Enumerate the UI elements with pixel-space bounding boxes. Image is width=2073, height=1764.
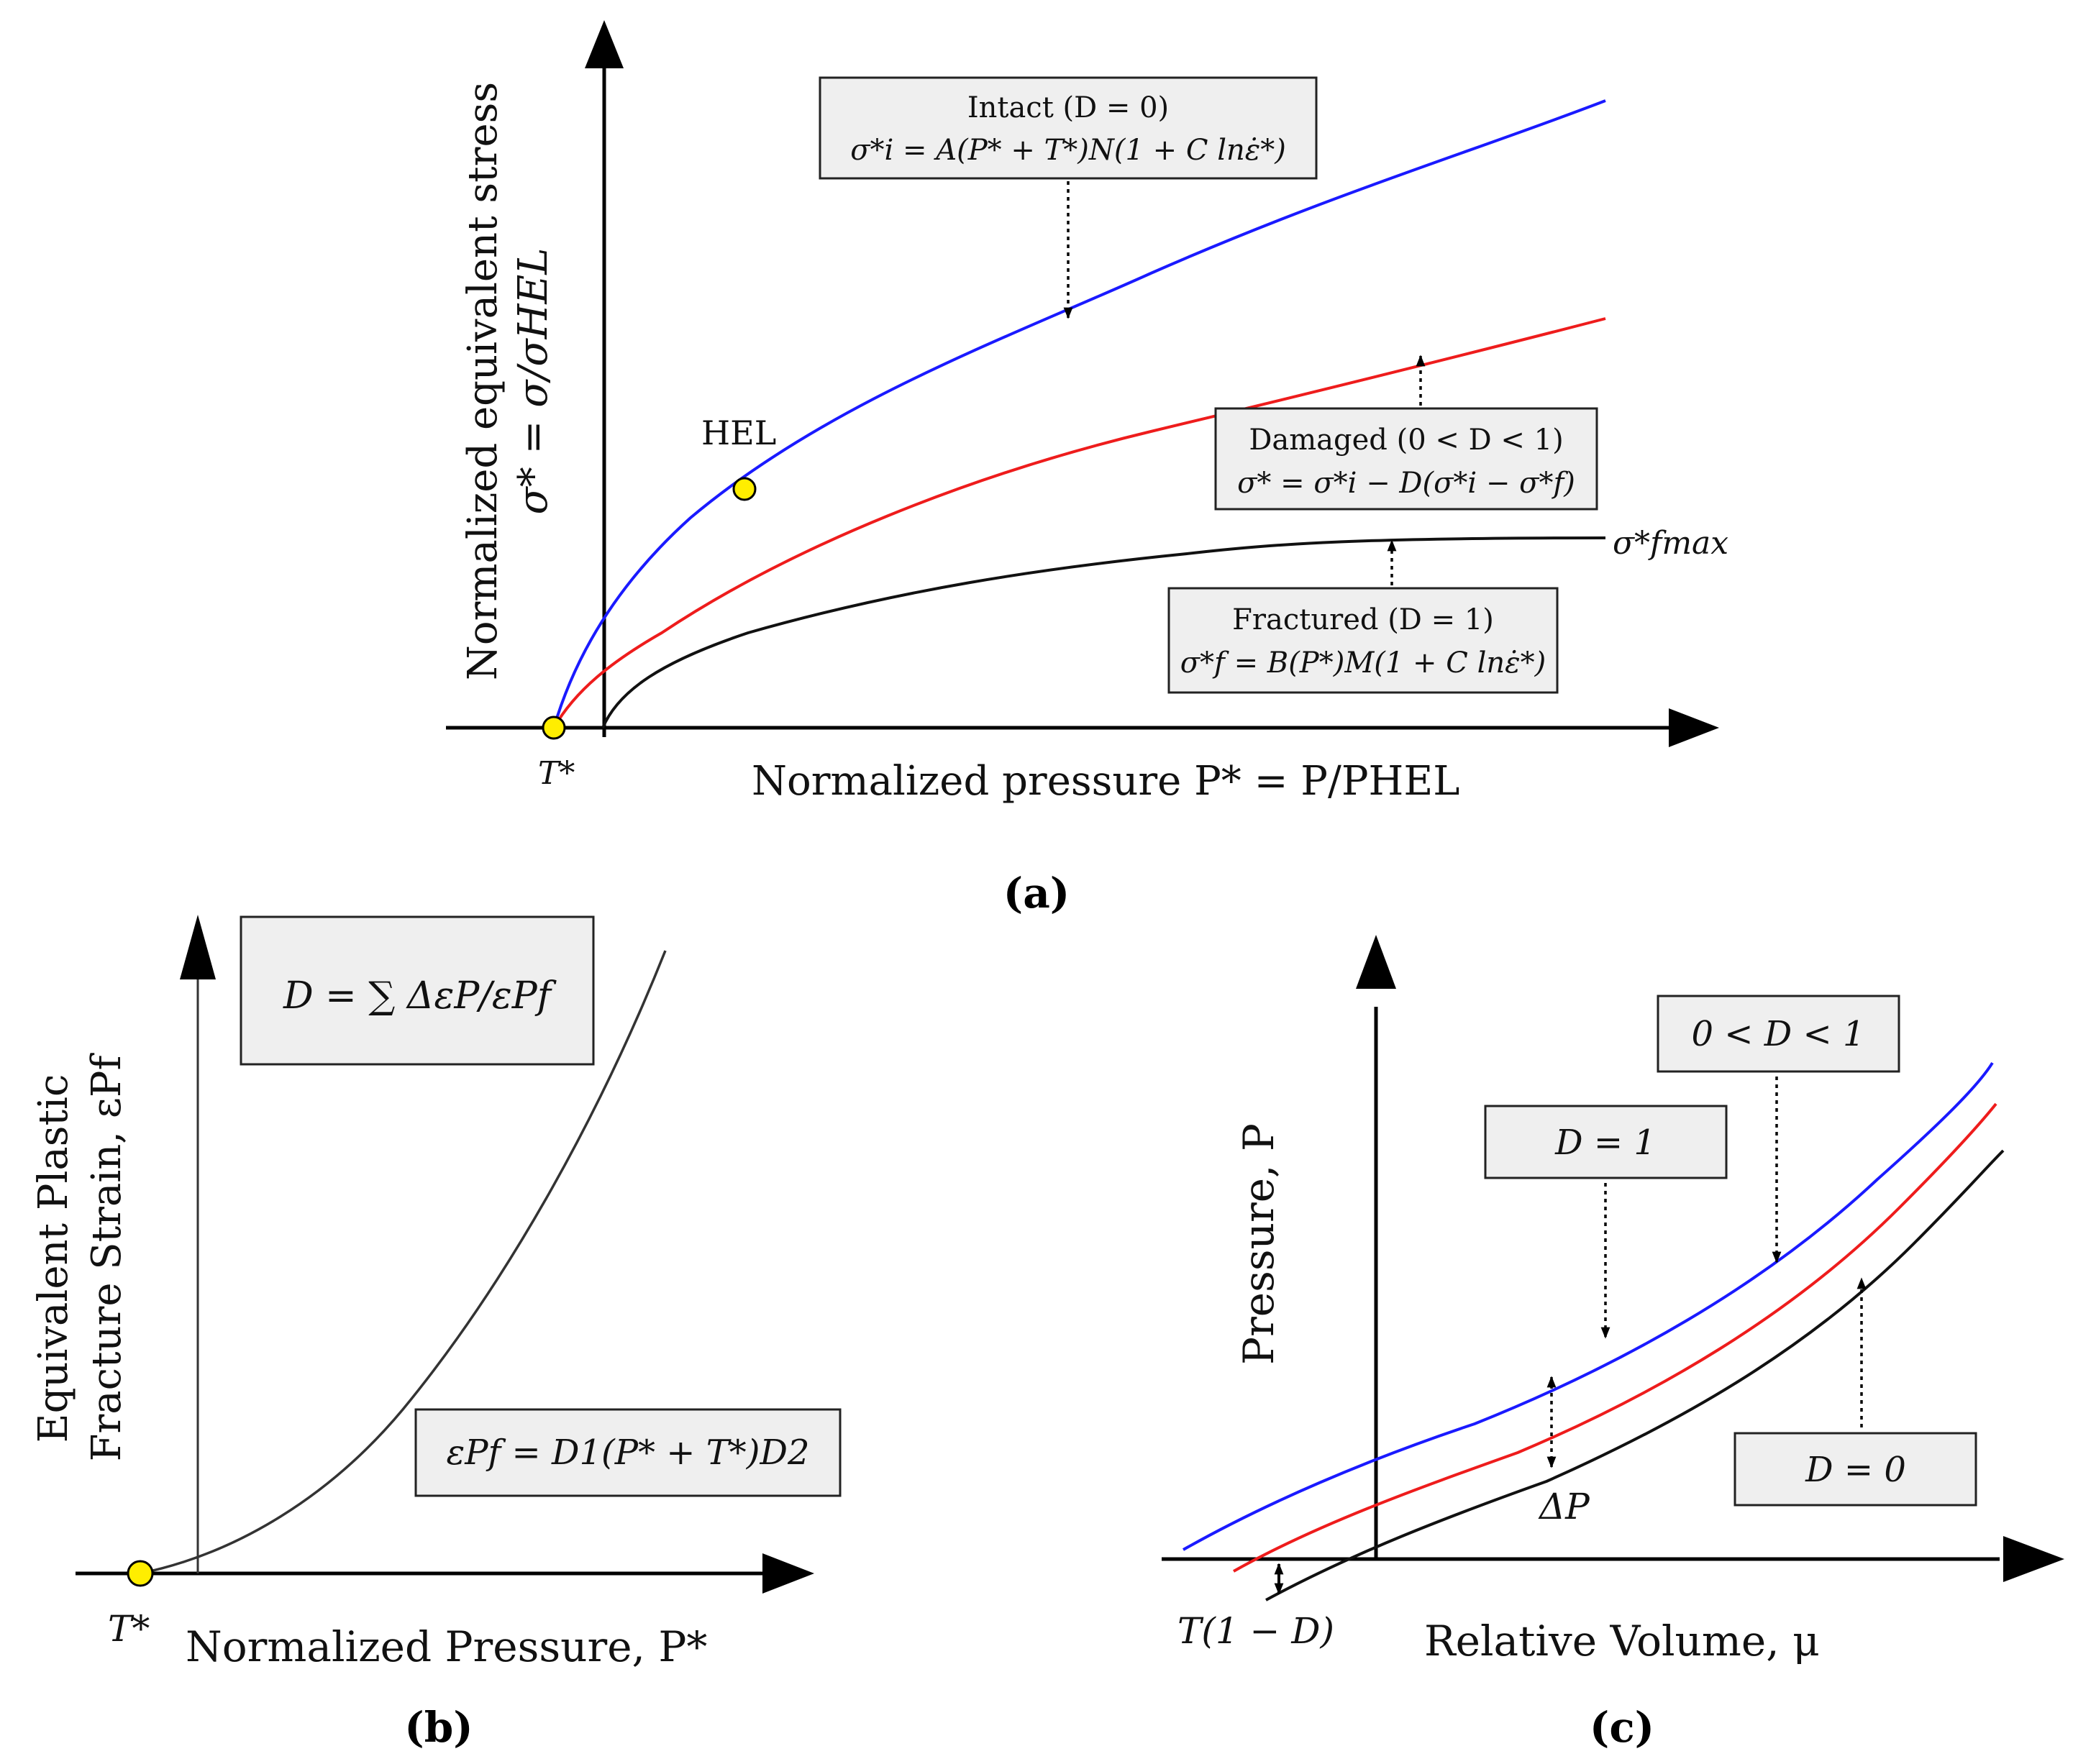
damaged-title: Damaged (0 < D < 1) <box>1249 424 1563 457</box>
panel-b-caption: (b) <box>404 1703 473 1752</box>
fractured-equation: σ*f = B(P*)M(1 + C lnε̇*) <box>1180 646 1546 680</box>
fractured-curve <box>601 536 1606 728</box>
panel-b-y-label-line2: Fracture Strain, εPf <box>83 1052 130 1461</box>
d1-box: D = 1 <box>1484 1105 1728 1179</box>
intact-equation: σ*i = A(P* + T*)N(1 + C lnε̇*) <box>850 134 1286 167</box>
panel-c-x-label: Relative Volume, μ <box>1424 1617 1820 1665</box>
panel-b-x-label: Normalized Pressure, P* <box>186 1622 707 1671</box>
d0-curve <box>1183 1061 1994 1551</box>
panel-c: T(1 − D) ΔP Relative Volume, μ Pressure,… <box>1162 935 2064 1752</box>
fractured-title: Fractured (D = 1) <box>1232 603 1494 636</box>
intact-title: Intact (D = 0) <box>967 91 1169 124</box>
panel-c-y-arrowhead <box>1356 935 1396 989</box>
d0-box: D = 0 <box>1733 1432 1977 1507</box>
panel-c-y-label: Pressure, P <box>1234 1123 1283 1365</box>
panel-a-x-label: Normalized pressure P* = P/PHEL <box>752 758 1459 805</box>
hel-label: HEL <box>701 413 776 452</box>
damaged-mid-curve <box>1233 1102 1997 1573</box>
panel-a-x-arrowhead <box>1669 708 1719 747</box>
sigma-fmax-label: σ*fmax <box>1613 525 1728 562</box>
tension-offset-label: T(1 − D) <box>1177 1610 1334 1652</box>
fracture-strain-curve <box>140 950 667 1575</box>
panel-b-y-arrowhead <box>180 915 216 979</box>
panel-a-y-label-line2: σ* = σ/σHEL <box>510 248 557 515</box>
panel-a-y-arrowhead <box>585 20 624 68</box>
panel-b-x-arrowhead <box>762 1553 814 1594</box>
panel-b-y-label-line1: Equivalent Plastic <box>30 1074 77 1443</box>
tstar-point <box>542 716 566 740</box>
panel-a: HEL T* σ*fmax Normalized pressure P* = P… <box>446 20 1728 918</box>
damage-sum-box: D = ∑ ΔεP/εPf <box>240 915 595 1066</box>
intact-box: Intact (D = 0) σ*i = A(P* + T*)N(1 + C l… <box>819 76 1318 180</box>
mid-damage-box: 0 < D < 1 <box>1657 995 1900 1073</box>
intact-curve <box>552 99 1606 728</box>
d1-box-label: D = 1 <box>1554 1123 1656 1163</box>
panel-b-tstar-label: T* <box>108 1608 150 1650</box>
fractured-box: Fractured (D = 1) σ*f = B(P*)M(1 + C lnε… <box>1167 587 1559 694</box>
panel-a-y-label-line1: Normalized equivalent stress <box>460 82 506 680</box>
tstar-label: T* <box>538 755 575 792</box>
panel-b-tstar-point <box>127 1560 154 1587</box>
fracture-strain-equation: εPf = D1(P* + T*)D2 <box>446 1432 809 1473</box>
panel-b: T* Normalized Pressure, P* Equivalent Pl… <box>30 915 842 1752</box>
d1-curve <box>1265 1149 2005 1601</box>
panel-c-caption: (c) <box>1590 1703 1654 1752</box>
delta-p-label: ΔP <box>1538 1486 1590 1527</box>
d0-box-label: D = 0 <box>1805 1450 1906 1490</box>
panel-c-x-arrowhead <box>2003 1536 2064 1582</box>
hel-point <box>732 477 757 501</box>
damaged-equation: σ* = σ*i − D(σ*i − σ*f) <box>1237 467 1575 500</box>
damaged-box: Damaged (0 < D < 1) σ* = σ*i − D(σ*i − σ… <box>1214 407 1598 511</box>
mid-damage-box-label: 0 < D < 1 <box>1691 1014 1864 1054</box>
panel-a-caption: (a) <box>1003 869 1070 918</box>
fracture-strain-box: εPf = D1(P* + T*)D2 <box>414 1408 842 1497</box>
damage-sum-equation: D = ∑ ΔεP/εPf <box>283 974 557 1018</box>
